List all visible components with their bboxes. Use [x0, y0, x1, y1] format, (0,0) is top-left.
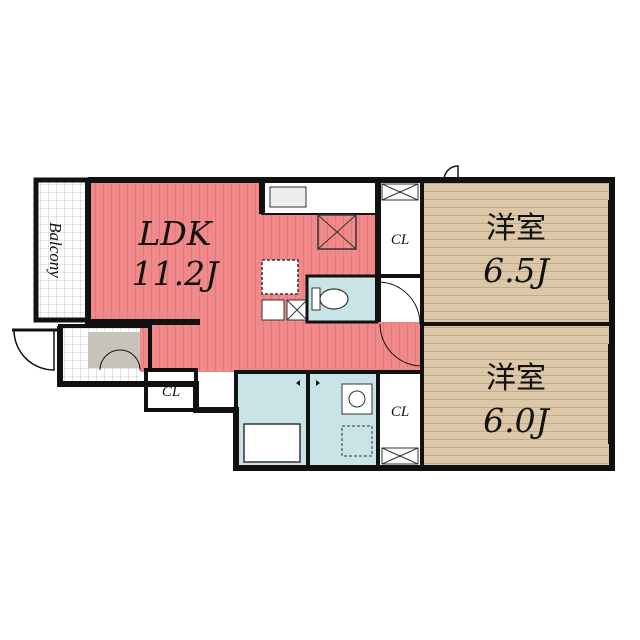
- cl-room2-label: CL: [391, 404, 409, 420]
- western-room-1: 洋室 6.5J: [377, 165, 614, 326]
- western2-size: 6.0J: [483, 401, 550, 440]
- western-room-2: 洋室 6.0J: [379, 322, 614, 470]
- cl-room1-label: CL: [391, 232, 409, 248]
- closet-room2: CL: [376, 370, 424, 470]
- cl-entrance-label: CL: [162, 384, 180, 400]
- closet-entrance: CL: [144, 368, 198, 412]
- ldk-name: LDK: [137, 214, 213, 253]
- outer-walls: [57, 177, 615, 471]
- western1-name: 洋室: [486, 211, 546, 246]
- toilet-room: [305, 274, 379, 324]
- entrance: [12, 324, 152, 386]
- balcony: Balcony: [33, 177, 91, 323]
- balcony-label: Balcony: [46, 222, 65, 278]
- ldk-size: 11.2J: [132, 254, 220, 293]
- ldk-room: LDK 11.2J: [88, 180, 420, 372]
- western2-name: 洋室: [486, 361, 546, 396]
- kitchen-counter: [261, 179, 381, 321]
- western1-size: 6.5J: [483, 251, 550, 290]
- closet-room1: CL: [376, 178, 424, 278]
- bath-area: [234, 370, 380, 470]
- windows: [85, 200, 610, 444]
